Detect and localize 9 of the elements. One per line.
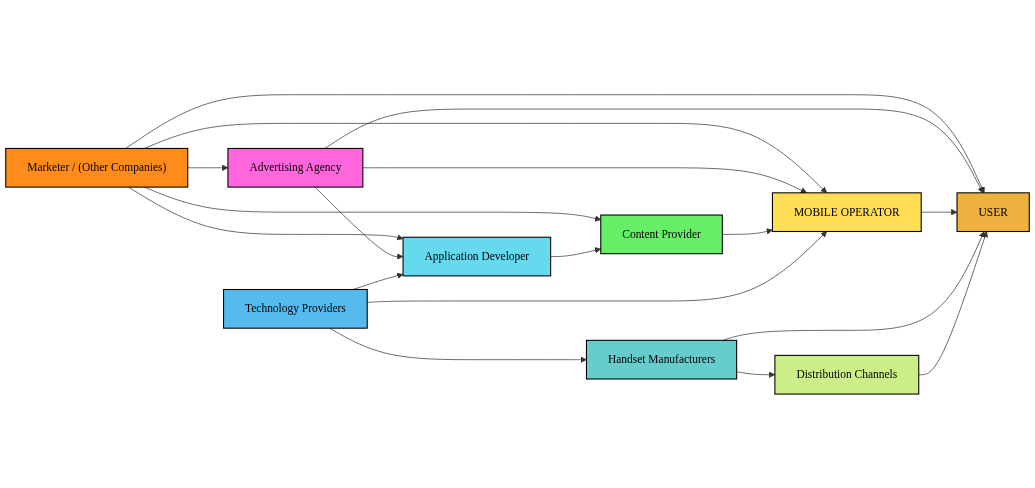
node-box: Distribution Channels [774, 354, 920, 395]
node-box: MOBILE OPERATOR [771, 191, 922, 232]
node-box: Application Developer [402, 236, 552, 277]
node-box: Handset Manufacturers [585, 339, 738, 380]
node-box: Content Provider [600, 214, 723, 254]
node-box: USER [956, 191, 1030, 232]
node-box: Advertising Agency [227, 147, 364, 188]
node-box: Technology Providers [223, 288, 368, 329]
node-box: Marketer / (Other Companies) [5, 147, 189, 188]
